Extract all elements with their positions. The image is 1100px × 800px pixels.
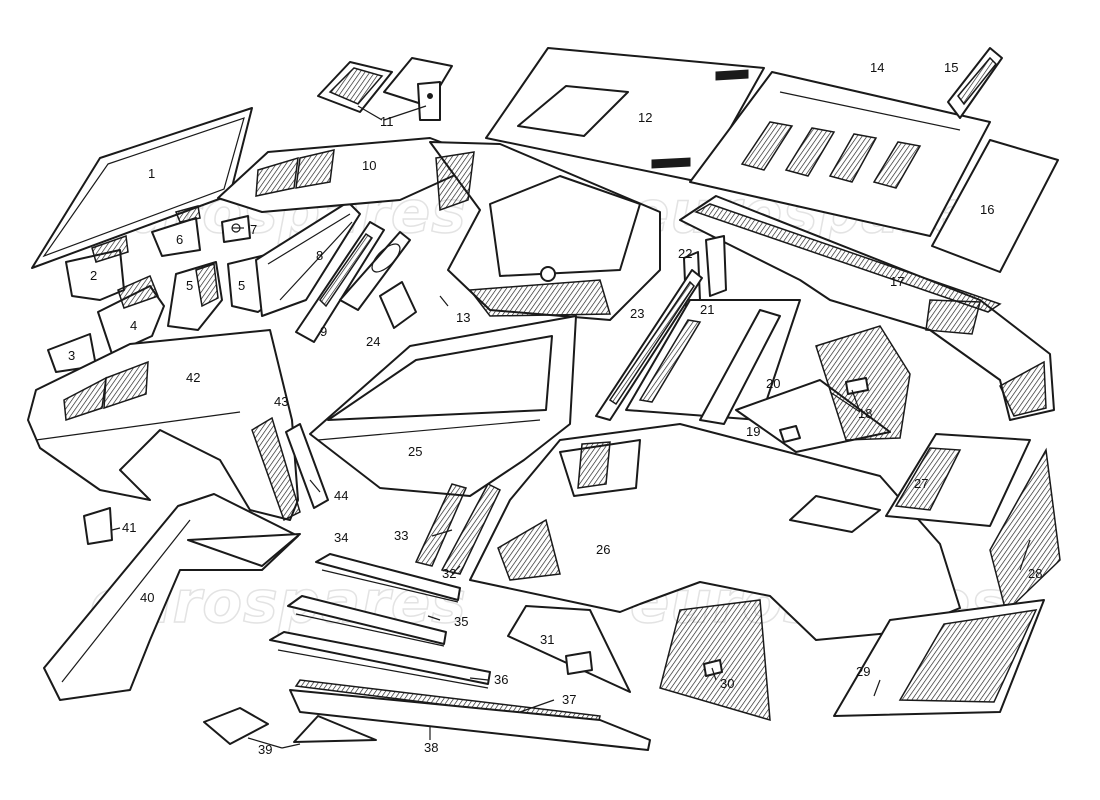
callout-17: 17 [890,274,904,289]
callouts: 1 2 3 4 5 5 6 7 8 9 10 11 12 13 14 15 16… [68,60,1042,757]
callout-18: 18 [858,406,872,421]
callout-5: 5 [238,278,245,293]
callout-9: 9 [320,324,327,339]
part-12-roof-panel [485,47,765,183]
callout-25: 25 [408,444,422,459]
part-43-panel [251,416,301,522]
part-5-left-hatch [195,262,219,308]
callout-23: 23 [630,306,644,321]
part-26-rear-fender [469,423,961,641]
callout-7: 7 [250,222,257,237]
callout-15: 15 [944,60,958,75]
part-8-edge [267,213,353,301]
part-4-hatch [117,275,159,309]
callout-22: 22 [678,246,692,261]
part-9-hatch [319,232,374,308]
part-25-door [309,315,577,497]
callout-3: 3 [68,348,75,363]
part-17-rear-deck [679,195,1055,421]
part-6-hatch [174,205,201,223]
callout-19: 19 [746,424,760,439]
part-13-door-frame [429,141,661,321]
callout-44: 44 [334,488,348,503]
part-39-plate [203,707,269,745]
part-24-bar [339,231,411,311]
part-30-panel [659,599,771,722]
part-31-panel [507,605,631,693]
callout-8: 8 [316,248,323,263]
part-28-panel [989,447,1061,614]
part-6-plate [151,217,201,257]
callout-30: 30 [720,676,734,691]
callout-38: 38 [424,740,438,755]
part-34-sill [315,553,461,603]
callout-20: 20 [766,376,780,391]
callout-33: 33 [394,528,408,543]
callout-4: 4 [130,318,137,333]
part-21-upright [705,235,727,297]
part-42-front-fender [27,329,299,521]
callout-26: 26 [596,542,610,557]
callout-39: 39 [258,742,272,757]
callout-2: 2 [90,268,97,283]
callout-34: 34 [334,530,348,545]
callout-16: 16 [980,202,994,217]
callout-10: 10 [362,158,376,173]
part-27-hatch [894,447,962,511]
part-35-sill [287,595,447,647]
part-38-sill [289,689,651,751]
callout-37: 37 [562,692,576,707]
callout-35: 35 [454,614,468,629]
callout-27: 27 [914,476,928,491]
part-31-cutout [565,651,593,675]
callout-5: 5 [186,278,193,293]
part-15-hatch [957,56,998,106]
part-2-hatch [91,234,129,263]
part-8-panel [255,201,361,317]
part-40-front-panel [43,493,301,701]
callout-24: 24 [366,334,380,349]
part-33-strip [414,483,468,567]
part-44-strip [285,423,329,509]
callout-36: 36 [494,672,508,687]
part-23-hatch [608,280,695,406]
part-30-cutout [703,659,723,677]
part-14-engine-lid [689,71,991,237]
callout-6: 6 [176,232,183,247]
part-36-sill [269,631,491,689]
part-20-floor [625,299,801,425]
callout-29: 29 [856,664,870,679]
callout-31: 31 [540,632,554,647]
part-41-bracket [83,507,113,545]
part-27-panel [885,433,1031,527]
callout-13: 13 [456,310,470,325]
part-7-clip [221,215,251,243]
part-29-floor-panel [833,599,1045,717]
part-24-oval [371,243,401,273]
callout-21: 21 [700,302,714,317]
callout-12: 12 [638,110,652,125]
part-18-cutout [845,377,869,395]
callout-41: 41 [122,520,136,535]
callout-40: 40 [140,590,154,605]
part-11-hinges [317,57,453,121]
part-24-pad [379,281,417,329]
callout-43: 43 [274,394,288,409]
part-19-cutout [779,425,801,443]
callout-42: 42 [186,370,200,385]
leader-lines [111,105,1031,749]
callout-14: 14 [870,60,884,75]
callout-32: 32 [442,566,456,581]
callout-11: 11 [380,114,394,129]
part-16-panel [931,139,1059,273]
callout-28: 28 [1028,566,1042,581]
part-39-triangle [293,715,377,743]
callout-1: 1 [148,166,155,181]
